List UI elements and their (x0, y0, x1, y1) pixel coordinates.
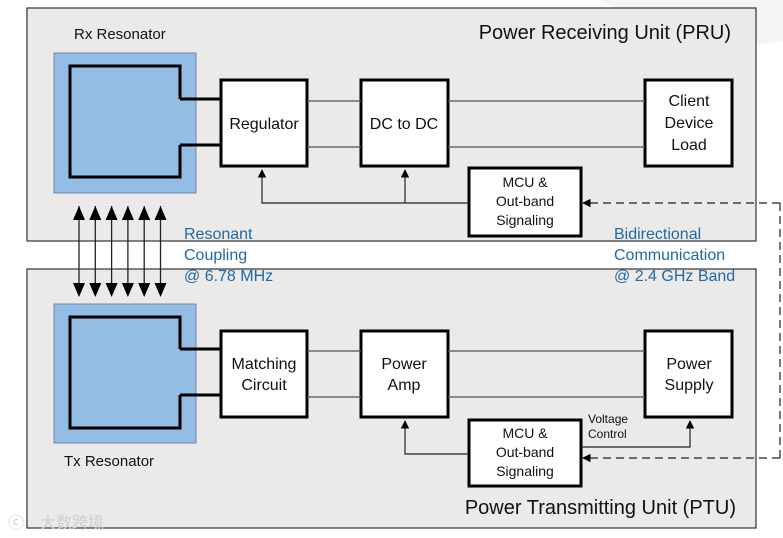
regulator-label: Regulator (229, 116, 299, 133)
power-amp-label-line1: Power (381, 356, 427, 373)
power-amp-block: Power Amp (359, 329, 450, 419)
tx-resonator (53, 303, 221, 444)
coupling-arrowhead-icon (154, 283, 167, 297)
power-supply-block: Power Supply (643, 329, 734, 419)
matching-label-line2: Circuit (241, 377, 287, 394)
pru-ctrl-to-regulator (257, 169, 469, 204)
ptu-mcu-label-line2: Out-band (496, 444, 554, 460)
power-supply-label-line2: Supply (665, 377, 714, 394)
coupling-arrowhead-icon (73, 206, 85, 220)
ptu-ctrl-to-supply (581, 420, 695, 448)
voltage-control-label-line1: Voltage (588, 412, 628, 426)
communication-line2: Communication (614, 247, 725, 264)
dc-to-dc-block: DC to DC (359, 78, 450, 168)
rx-coil (68, 64, 182, 179)
coupling-arrowhead-icon (138, 283, 151, 297)
resonant-coupling-arrows (73, 206, 167, 297)
dc-to-dc-label: DC to DC (370, 116, 438, 133)
coupling-arrowhead-icon (138, 206, 151, 220)
pru-title: Power Receiving Unit (PRU) (479, 22, 731, 44)
coupling-arrowhead-icon (105, 283, 118, 297)
watermark-text: 大数跨境 (40, 513, 104, 532)
rx-resonator-label: Rx Resonator (74, 26, 166, 43)
coupling-line2: Coupling (184, 247, 247, 264)
coupling-arrowhead-icon (89, 283, 102, 297)
pru-power-wires (307, 100, 645, 148)
ptu-mcu-label-line3: Signaling (496, 463, 554, 479)
pru-unit: Power Receiving Unit (PRU) Rx Resonator … (26, 7, 757, 242)
coupling-arrowhead-icon (105, 206, 118, 220)
pru-mcu-label-line3: Signaling (496, 212, 554, 228)
ptu-mcu-block: MCU & Out-band Signaling (467, 418, 583, 488)
coupling-arrowhead-icon (154, 206, 167, 220)
coupling-arrowhead-icon (121, 206, 134, 220)
ptu-power-wires (307, 350, 645, 398)
communication-annotation: Bidirectional Communication @ 2.4 GHz Ba… (614, 226, 735, 285)
voltage-control-label-line2: Control (588, 427, 627, 441)
regulator-block: Regulator (219, 78, 309, 168)
coupling-arrowhead-icon (73, 283, 85, 297)
ptu-title: Power Transmitting Unit (PTU) (465, 497, 736, 519)
coupling-arrowhead-icon (89, 206, 102, 220)
pru-mcu-block: MCU & Out-band Signaling (467, 166, 583, 238)
rx-resonator (53, 52, 221, 194)
watermark-logo-icon: ⓒ (8, 514, 24, 532)
matching-label-line1: Matching (232, 356, 297, 373)
tx-resonator-label: Tx Resonator (64, 453, 154, 470)
coupling-arrowhead-icon (121, 283, 134, 297)
communication-line3: @ 2.4 GHz Band (614, 268, 735, 285)
pru-mcu-label-line1: MCU & (502, 174, 548, 190)
power-supply-label-line1: Power (666, 356, 712, 373)
ptu-ctrl-to-amp (400, 420, 469, 455)
client-load-block: Client Device Load (643, 78, 734, 168)
gap-strip (27, 242, 756, 268)
communication-line1: Bidirectional (614, 226, 701, 243)
matching-circuit-block: Matching Circuit (219, 329, 309, 419)
rx-coil-leads (180, 97, 221, 147)
watermark: ⓒ 大数跨境 (8, 513, 104, 532)
tx-coil (68, 315, 182, 430)
ptu-mcu-label-line1: MCU & (502, 425, 548, 441)
pru-mcu-label-line2: Out-band (496, 193, 554, 209)
coupling-annotation: Resonant Coupling @ 6.78 MHz (184, 226, 273, 285)
client-load-label-line2: Device (665, 115, 714, 132)
ptu-unit: Power Transmitting Unit (PTU) Tx Resonat… (26, 268, 757, 529)
client-load-label-line1: Client (669, 93, 710, 110)
power-amp-label-line2: Amp (388, 377, 421, 394)
client-load-label-line3: Load (671, 137, 707, 154)
coupling-line1: Resonant (184, 226, 253, 243)
tx-coil-leads (180, 347, 221, 397)
coupling-line3: @ 6.78 MHz (184, 268, 273, 285)
